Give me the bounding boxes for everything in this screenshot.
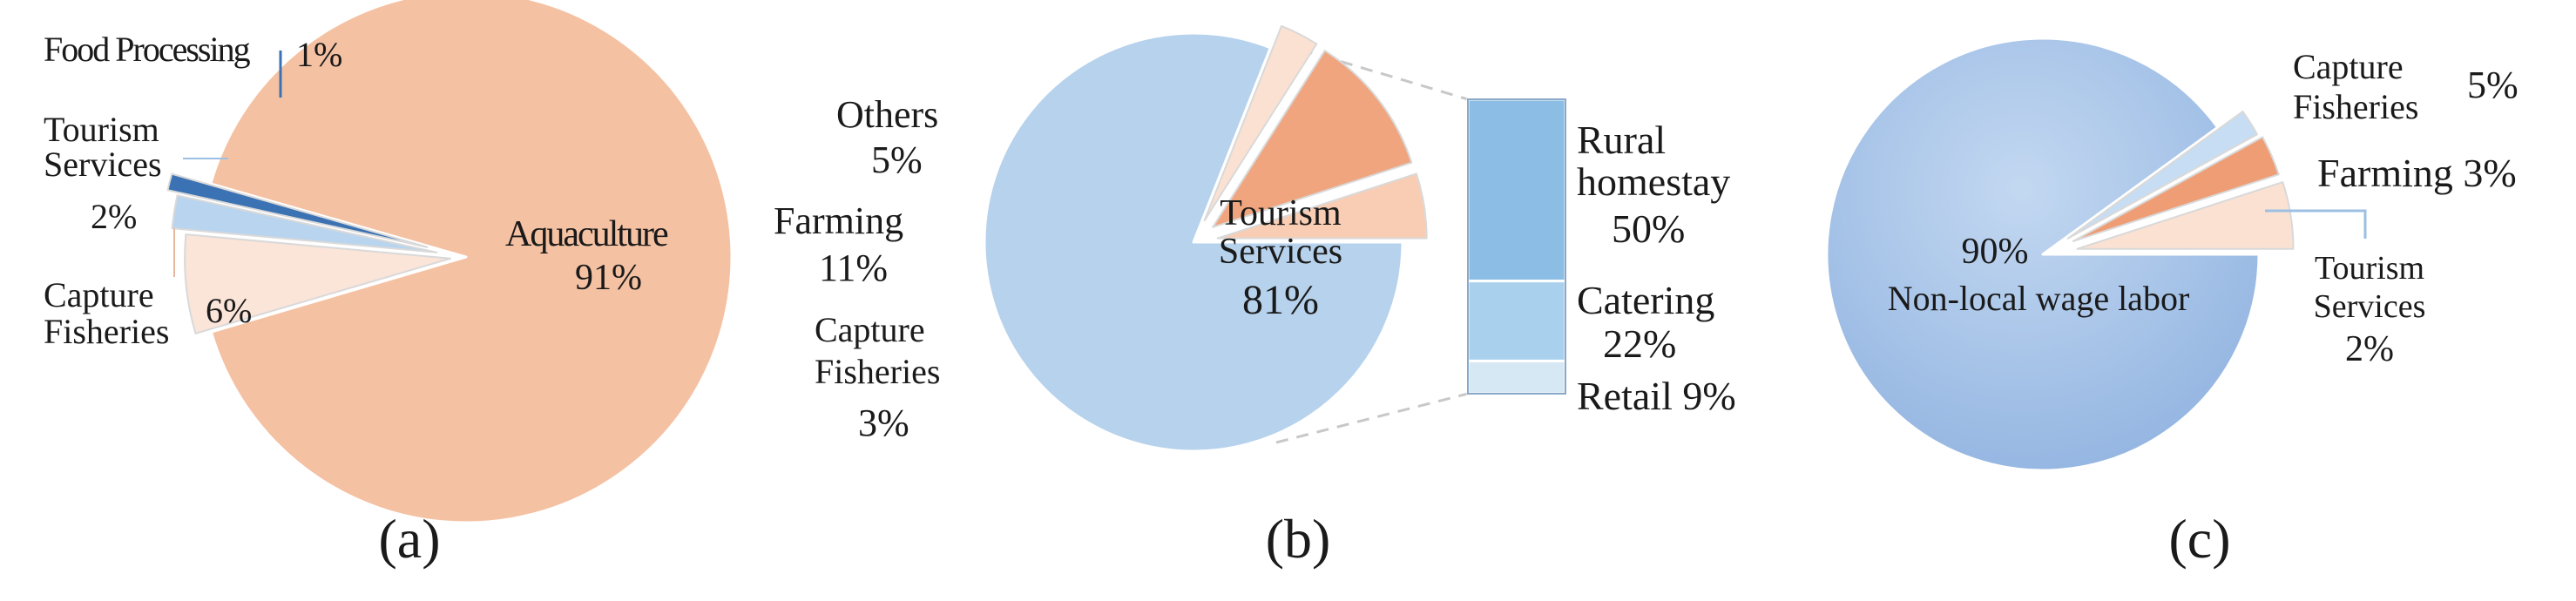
value-capture-a: 6%: [206, 291, 252, 330]
panel-c-pie: 90% Non-local wage labor Capture Fisheri…: [1825, 37, 2519, 472]
value-farming-b: 11%: [819, 246, 888, 289]
value-catering: 22%: [1603, 321, 1676, 366]
pie-slice-farming: [2072, 136, 2280, 242]
label-tourism-a-1: Tourism: [44, 110, 159, 149]
value-tourism-a: 2%: [91, 197, 137, 236]
label-rural-homestay-2: homestay: [1577, 159, 1730, 204]
caption-c: (c): [2168, 508, 2230, 570]
caption-b: (b): [1266, 508, 1331, 570]
pie-slice-non-local-wage-labor: [1825, 37, 2261, 472]
pie-slice-others: [1216, 172, 1428, 240]
label-others: Others: [836, 93, 938, 136]
value-capture-b: 3%: [858, 402, 909, 444]
leader-line-tourism-c: [2265, 209, 2367, 239]
value-nonlocal: 90%: [1962, 232, 2029, 272]
label-tourism-c-2: Services: [2314, 288, 2426, 325]
bar-frame: [1467, 98, 1566, 395]
pie-slice-tourism-services: [171, 194, 438, 253]
pie-slice-tourism-services: [2066, 111, 2259, 240]
pie-slice-food-processing: [166, 172, 429, 248]
label-food-processing: Food Processing: [44, 30, 251, 69]
connector-line-bottom: [1275, 392, 1469, 444]
value-tourism-c: 2%: [2345, 329, 2394, 369]
value-capture-c: 5%: [2467, 64, 2519, 106]
label-rural-homestay-1: Rural: [1577, 118, 1666, 162]
label-aquaculture: Aquaculture: [505, 214, 668, 254]
panel-b-bar-of-pie: Tourism Services 81% Others 5% Farming 1…: [774, 24, 1736, 453]
pie-slice-capture-fisheries: [184, 233, 452, 334]
label-farming-b: Farming: [774, 199, 903, 242]
label-capture-c-2: Fisheries: [2293, 87, 2418, 126]
label-tourism-b-2: Services: [1219, 232, 1342, 272]
label-tourism-b-1: Tourism: [1220, 193, 1342, 233]
label-capture-b-2: Fisheries: [815, 352, 940, 391]
label-catering: Catering: [1577, 278, 1714, 322]
label-tourism-c-1: Tourism: [2315, 250, 2424, 287]
value-aquaculture: 91%: [575, 258, 642, 298]
label-capture-a-1: Capture: [44, 275, 154, 314]
label-retail: Retail 9%: [1577, 374, 1736, 418]
pie-slice-capture-fisheries: [1203, 24, 1318, 222]
pie-slice-aquaculture: [209, 0, 734, 524]
label-capture-a-2: Fisheries: [44, 312, 169, 351]
caption-a: (a): [378, 508, 440, 570]
label-tourism-a-2: Services: [44, 145, 162, 184]
value-tourism-b: 81%: [1242, 277, 1319, 323]
label-nonlocal: Non-local wage labor: [1888, 279, 2190, 318]
label-farming-c: Farming 3%: [2317, 151, 2517, 195]
pie-slice-farming: [1212, 50, 1413, 228]
panel-a-pie: Food Processing 1% Tourism Services 2% C…: [44, 0, 734, 524]
bar-segment-retail: [1466, 359, 1567, 395]
value-others: 5%: [871, 138, 923, 181]
pie-slice-capture-fisheries: [2076, 181, 2295, 250]
bar-segment-catering: [1466, 280, 1567, 362]
value-food-processing: 1%: [296, 35, 342, 74]
pie-slice-tourism-services: [983, 31, 1404, 453]
bar-segment-rural-homestay: [1466, 98, 1567, 283]
label-capture-b-1: Capture: [815, 310, 925, 349]
label-capture-c-1: Capture: [2293, 47, 2404, 86]
value-rural-homestay: 50%: [1612, 206, 1685, 251]
